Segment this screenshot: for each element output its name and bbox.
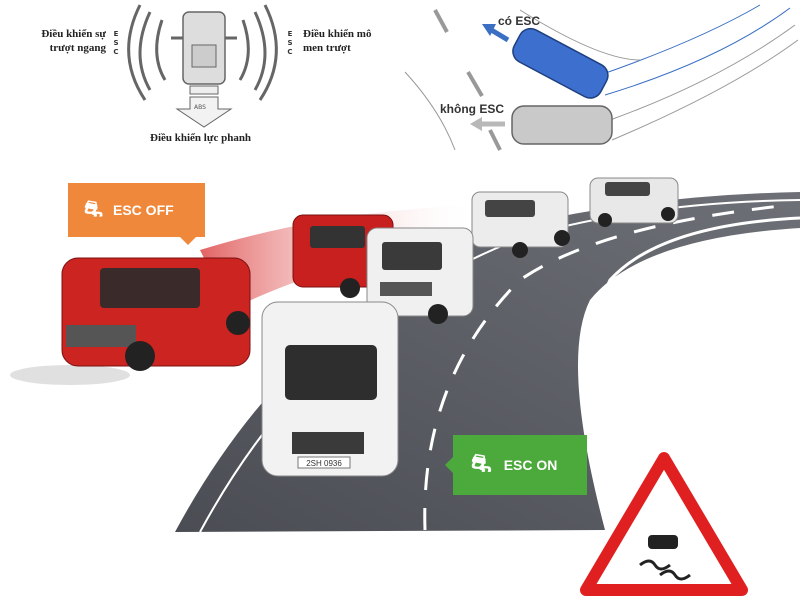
road-edge-line bbox=[593, 216, 800, 501]
white-car-front: 2SH 0936 bbox=[261, 301, 399, 477]
slippery-road-warning-icon bbox=[580, 452, 748, 596]
white-car-second bbox=[366, 227, 474, 324]
badge-tail bbox=[180, 237, 196, 245]
label-line: Điều khiển mô bbox=[303, 28, 372, 40]
esc-on-label: ESC ON bbox=[503, 457, 558, 473]
esc-vertical-right: E S C bbox=[287, 30, 293, 56]
label-line: Điều khiển sự bbox=[41, 28, 106, 40]
abs-label: ABS bbox=[194, 104, 206, 111]
white-car-far bbox=[589, 177, 679, 227]
white-car-mid bbox=[471, 191, 570, 258]
label-line: men trượt bbox=[303, 42, 351, 54]
esc-on-badge: ⛐ ESC ON bbox=[445, 435, 587, 495]
without-esc-label: không ESC bbox=[440, 102, 505, 116]
esc-car-diagram bbox=[127, 4, 278, 128]
esc-off-label: ESC OFF bbox=[113, 202, 174, 218]
skidding-car-icon: ⛐ bbox=[84, 195, 103, 221]
brake-force-label: Điều khiển lực phanh bbox=[150, 132, 252, 144]
esc-off-badge: ⛐ ESC OFF bbox=[68, 183, 205, 245]
yaw-moment-label: Điều khiển mô men trượt bbox=[303, 27, 371, 55]
esc-vertical-left: E S C bbox=[113, 30, 119, 56]
red-car-large bbox=[61, 257, 251, 371]
label-line: trượt ngang bbox=[49, 42, 106, 54]
lateral-slip-label: Điều khiển sự trượt ngang bbox=[4, 27, 106, 55]
skid-diagram bbox=[404, 4, 799, 151]
license-plate: 2SH 0936 bbox=[306, 459, 342, 468]
with-esc-label: có ESC bbox=[498, 14, 541, 28]
badge-tail bbox=[445, 457, 453, 473]
skidding-car-icon: ⛐ bbox=[471, 450, 492, 477]
lane-markings bbox=[423, 203, 791, 531]
